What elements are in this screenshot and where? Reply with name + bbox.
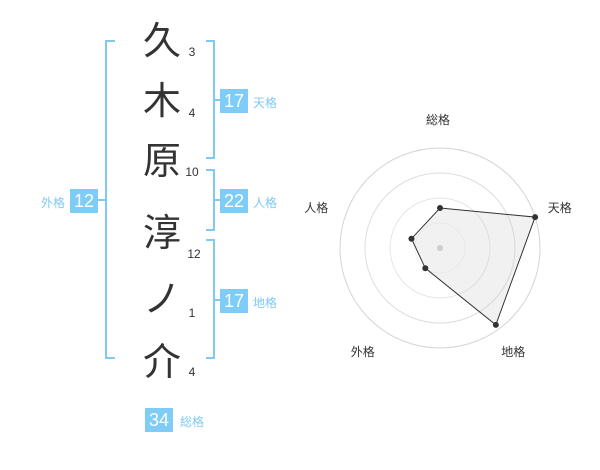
radar-point — [492, 321, 499, 328]
name-char-6: 介 — [142, 340, 181, 384]
radar-center-dot — [437, 245, 443, 251]
radar-point — [437, 205, 443, 211]
radar-ring — [339, 147, 541, 349]
name-char-1: 久 — [142, 19, 181, 63]
name-char-4: 淳 — [142, 211, 181, 255]
stroke-count-3: 10 — [185, 165, 199, 179]
jinkaku-label: 人格 — [253, 196, 278, 210]
stroke-count-6: 4 — [188, 365, 196, 379]
chikaku-value: 17 — [220, 289, 248, 313]
radar-axis-label-gaikaku: 外格 — [350, 344, 375, 359]
radar-ring — [364, 172, 516, 324]
radar-ring — [414, 222, 466, 274]
radar-point — [532, 214, 539, 221]
radar-ring — [389, 197, 491, 299]
gaikaku-value: 12 — [70, 189, 98, 213]
radar-axis-label-chikaku: 地格 — [501, 344, 526, 359]
radar-axis-label-jinkaku: 人格 — [304, 201, 329, 216]
tenkaku-value: 17 — [220, 89, 248, 113]
soukaku-value: 34 — [145, 408, 173, 432]
soukaku-label: 総格 — [180, 415, 205, 429]
radar-axis-label-tenkaku: 天格 — [547, 201, 572, 216]
gaikaku-label: 外格 — [41, 196, 66, 210]
stroke-count-2: 4 — [188, 106, 196, 120]
name-char-3: 原 — [142, 139, 181, 183]
name-char-2: 木 — [142, 79, 181, 123]
stroke-count-5: 1 — [188, 306, 196, 320]
stroke-count-4: 12 — [187, 247, 201, 261]
radar-polygon — [410, 207, 536, 326]
radar-point — [422, 265, 429, 272]
radar-point — [408, 235, 415, 242]
tenkaku-label: 天格 — [253, 96, 278, 110]
chikaku-label: 地格 — [253, 296, 278, 310]
radar-axis-label-soukaku: 総格 — [426, 113, 451, 127]
name-char-5: ノ — [142, 277, 181, 321]
stroke-count-1: 3 — [188, 45, 196, 59]
jinkaku-value: 22 — [220, 189, 248, 213]
